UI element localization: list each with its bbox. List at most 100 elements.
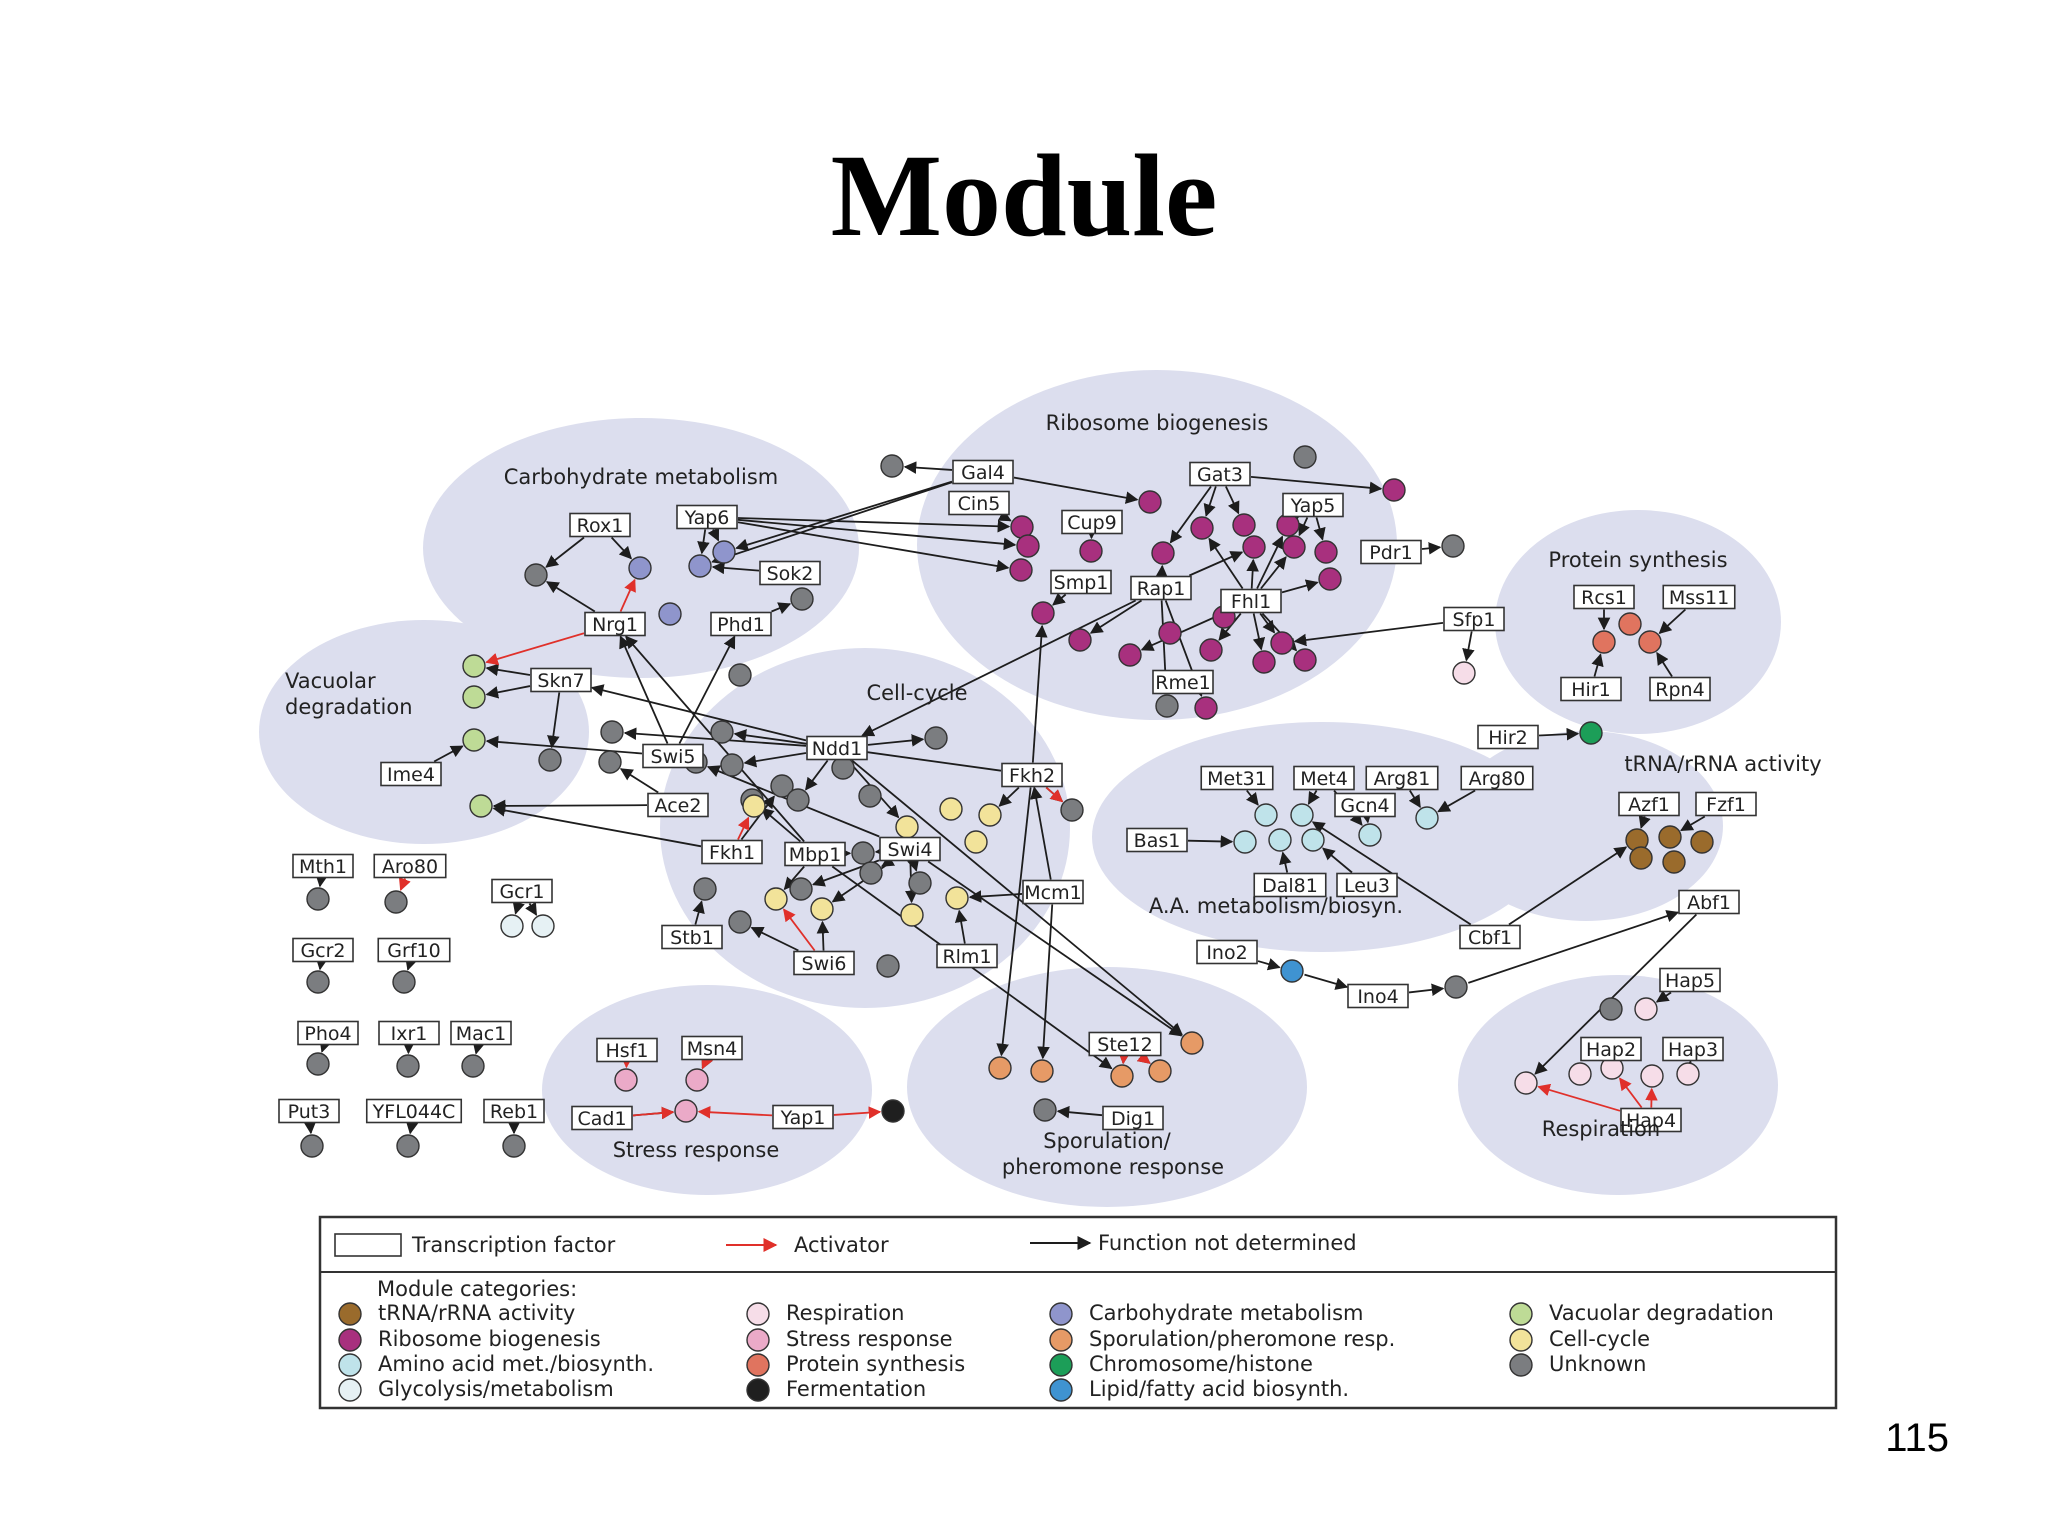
tf-azf1: Azf1 xyxy=(1618,791,1680,817)
gene-node-ribosome xyxy=(1009,558,1033,582)
gene-node-unknown xyxy=(396,1054,420,1078)
edge-dig1-to-u38 xyxy=(1056,1105,1103,1119)
module-label-respiration: Respiration xyxy=(1542,1117,1660,1141)
activator-edge-msn4-to-s2 xyxy=(701,1055,714,1070)
edge-sfp1-to-s0 xyxy=(1462,631,1475,662)
gene-node-cellcycle xyxy=(742,794,766,818)
edge-ace2-to-u12 xyxy=(619,768,659,794)
gene-node-chromosome xyxy=(1579,721,1603,745)
svg-text:Rox1: Rox1 xyxy=(577,515,624,537)
edge-skn7-to-u11 xyxy=(547,692,561,749)
edge-met4-to-a2 xyxy=(1307,790,1320,805)
gene-node-carbohydrate xyxy=(712,540,736,564)
gene-node-amino xyxy=(1301,828,1325,852)
gene-node-ribosome xyxy=(1314,540,1338,564)
gene-node-glycolysis xyxy=(531,914,555,938)
tf-yap5: Yap5 xyxy=(1282,492,1344,518)
activator-edge-swi6-to-y6 xyxy=(783,908,816,952)
gene-node-vacuolar xyxy=(462,654,486,678)
tf-swi5: Swi5 xyxy=(642,743,704,769)
edge-li-to-ino4 xyxy=(1304,973,1349,990)
edge-gat3-to-r10 xyxy=(1169,485,1212,544)
gene-node-unknown xyxy=(770,774,794,798)
edge-gcr1-to-g1 xyxy=(512,900,525,915)
gene-node-vacuolar xyxy=(462,728,486,752)
edge-mcm1-to-o2 xyxy=(1037,904,1054,1060)
gene-node-ribosome xyxy=(1293,648,1317,672)
legend-category-unknown: Unknown xyxy=(1509,1352,1646,1377)
svg-text:Cup9: Cup9 xyxy=(1067,512,1116,534)
edge-rox1-to-c1 xyxy=(610,536,633,560)
tf-pho4: Pho4 xyxy=(297,1020,359,1046)
legend-category-chromosome-histone: Chromosome/histone xyxy=(1049,1352,1313,1377)
gene-node-unknown xyxy=(524,563,548,587)
svg-text:Mbp1: Mbp1 xyxy=(789,844,842,866)
svg-text:Pdr1: Pdr1 xyxy=(1369,542,1412,564)
tf-nrg1: Nrg1 xyxy=(584,611,646,637)
gene-node-unknown xyxy=(1599,997,1623,1021)
svg-text:Hir2: Hir2 xyxy=(1488,727,1527,749)
tf-pdr1: Pdr1 xyxy=(1360,539,1422,565)
gene-node-cellcycle xyxy=(964,830,988,854)
svg-text:Abf1: Abf1 xyxy=(1687,892,1731,914)
module-regions xyxy=(259,370,1781,1207)
legend-category-glycolysis-metabolism: Glycolysis/metabolism xyxy=(338,1377,614,1402)
gene-node-amino xyxy=(1233,830,1257,854)
svg-text:Stress response: Stress response xyxy=(786,1327,953,1351)
tf-sfp1: Sfp1 xyxy=(1443,606,1505,632)
svg-text:Rcs1: Rcs1 xyxy=(1581,587,1627,609)
gene-node-sporulation xyxy=(1110,1064,1134,1088)
edge-dal81-to-a6 xyxy=(1279,851,1292,873)
svg-text:Ino4: Ino4 xyxy=(1357,986,1398,1008)
edge-rap1-to-r18 xyxy=(1089,599,1143,634)
edge-fhl1-to-r11 xyxy=(1246,558,1259,589)
svg-text:Nrg1: Nrg1 xyxy=(592,614,638,636)
gene-node-ribosome xyxy=(1190,516,1214,540)
legend-category-stress-response: Stress response xyxy=(746,1327,953,1352)
activator-edge-ste12-to-o4 xyxy=(1136,1051,1151,1064)
gene-node-ribosome xyxy=(1282,535,1306,559)
tf-cin5: Cin5 xyxy=(948,490,1010,516)
tf-mth1: Mth1 xyxy=(292,853,354,879)
tf-dig1: Dig1 xyxy=(1102,1105,1164,1131)
edge-arg81-to-a4 xyxy=(1408,790,1421,809)
tf-gcr2: Gcr2 xyxy=(292,937,354,963)
edge-yap6-to-r5 xyxy=(737,521,1010,573)
gene-node-vacuolar xyxy=(462,685,486,709)
edge-stb1-to-u23 xyxy=(692,900,705,925)
gene-node-ribosome xyxy=(1138,490,1162,514)
svg-text:Rlm1: Rlm1 xyxy=(942,946,991,968)
svg-text:Swi4: Swi4 xyxy=(888,839,933,861)
svg-text:Swi5: Swi5 xyxy=(651,746,696,768)
edge-gat3-to-r7 xyxy=(1203,486,1217,517)
tf-ino4: Ino4 xyxy=(1347,983,1409,1009)
tf-hir1: Hir1 xyxy=(1560,676,1622,702)
svg-text:tRNA/rRNA activity: tRNA/rRNA activity xyxy=(378,1301,575,1325)
svg-text:Ace2: Ace2 xyxy=(655,795,702,817)
gene-node-unknown xyxy=(396,1134,420,1158)
gene-node-ribosome xyxy=(1270,631,1294,655)
edge-yap6-to-r3 xyxy=(737,517,1011,533)
gene-node-cellcycle xyxy=(900,903,924,927)
svg-text:Ime4: Ime4 xyxy=(387,764,435,786)
legend-tf-label: Transcription factor xyxy=(411,1233,616,1257)
svg-text:Reb1: Reb1 xyxy=(490,1101,538,1123)
gene-node-respiration xyxy=(1640,1064,1664,1088)
gene-node-stress xyxy=(685,1068,709,1092)
module-label-stress-response: Stress response xyxy=(613,1138,780,1162)
gene-node-ribosome xyxy=(1016,534,1040,558)
tf-rox1: Rox1 xyxy=(569,512,631,538)
edge-ndd1-to-u16 xyxy=(805,759,829,791)
gene-node-unknown xyxy=(851,841,875,865)
gene-node-sporulation xyxy=(1030,1059,1054,1083)
module-label-a-a-metabolism-biosyn: A.A. metabolism/biosyn. xyxy=(1149,894,1403,918)
svg-text:Grf10: Grf10 xyxy=(387,940,440,962)
tf-yfl044c: YFL044C xyxy=(365,1098,463,1124)
gene-node-unknown xyxy=(858,784,882,808)
edge-fkh1-to-v4 xyxy=(492,804,702,848)
tf-leu3: Leu3 xyxy=(1336,872,1398,898)
svg-text:Yap1: Yap1 xyxy=(780,1107,826,1129)
activator-edge-ste12-to-o3 xyxy=(1117,1051,1131,1065)
edge-rap1-to-r10 xyxy=(1155,564,1168,578)
